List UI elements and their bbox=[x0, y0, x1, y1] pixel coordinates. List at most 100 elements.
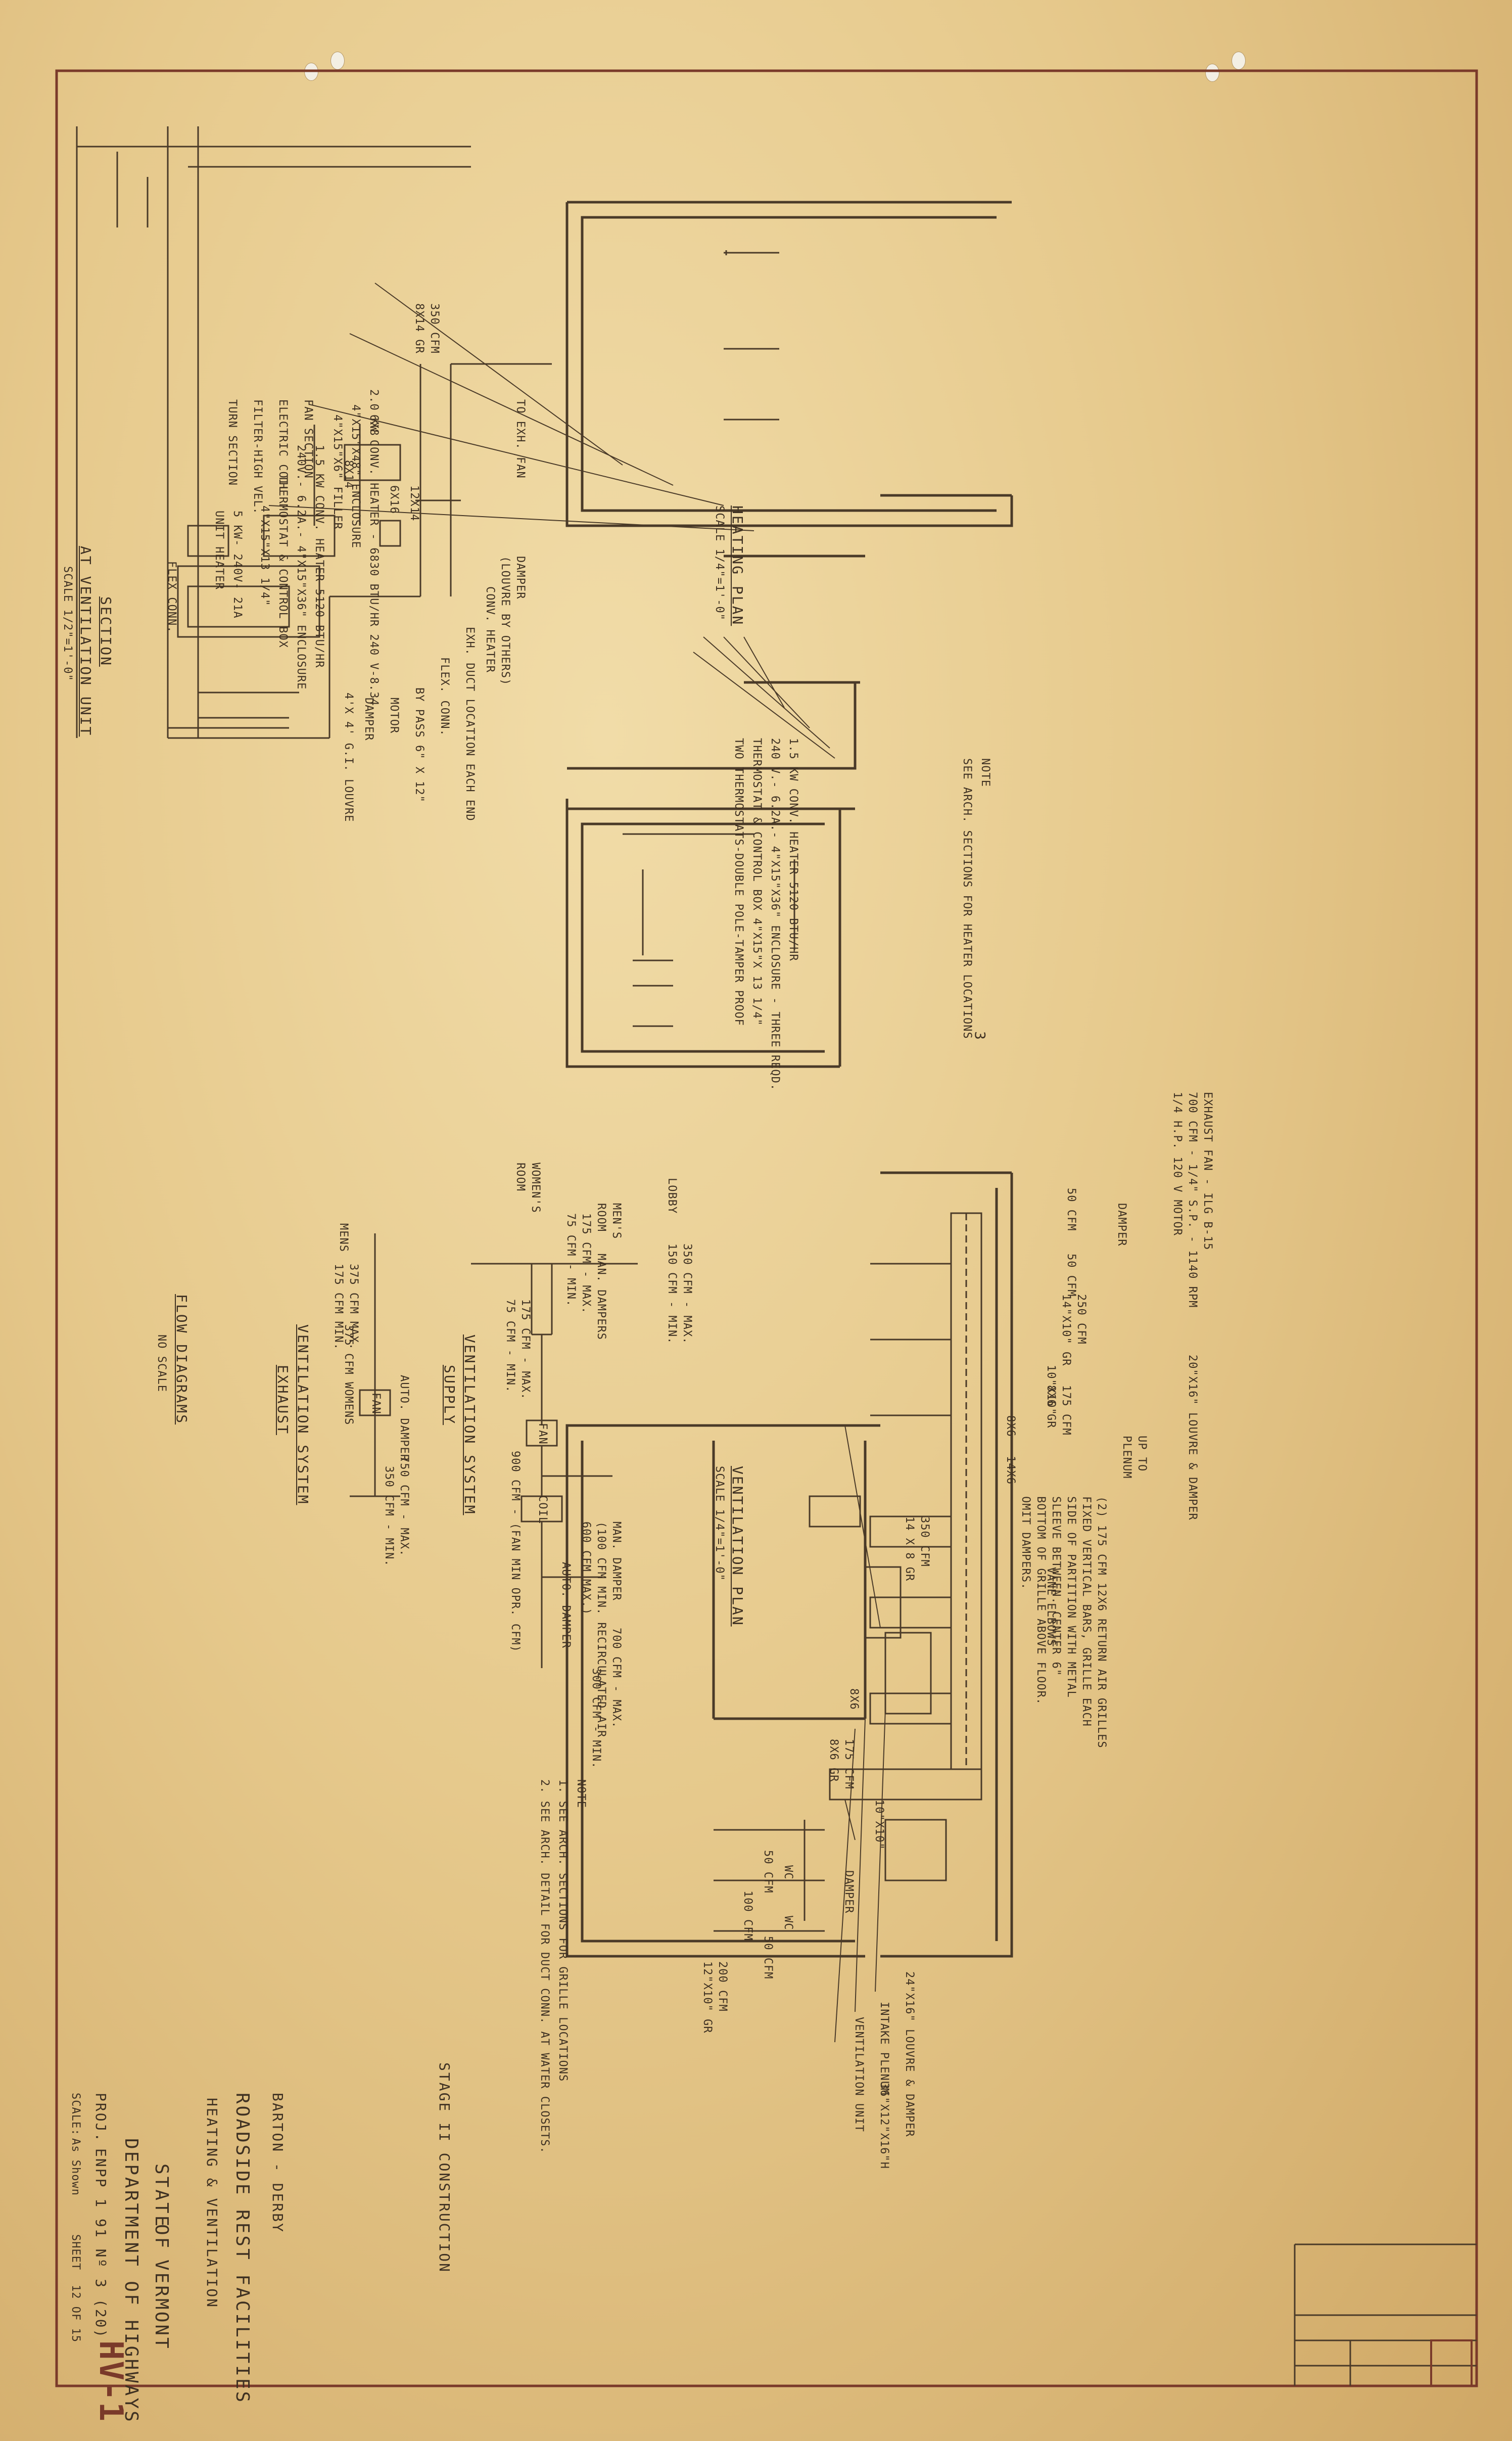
vent-cfm: 8X6 GR bbox=[1045, 1385, 1057, 1429]
vent-duct: 8X6 bbox=[847, 1688, 860, 1710]
section-dim: 6X16 bbox=[388, 485, 400, 514]
title-vermont: VERMONT bbox=[151, 2260, 172, 2351]
section-conv-heater: CONV. HEATER bbox=[484, 586, 496, 673]
ventilation-plan-walls bbox=[565, 1171, 1013, 1958]
section-supply-cfm: 350 CFM bbox=[428, 303, 441, 354]
punch-hole bbox=[1205, 64, 1219, 82]
vent-plan-scale: SCALE 1/4"=1'-0" bbox=[713, 1466, 726, 1581]
vent-louvre-24: 24"X16" LOUVRE & DAMPER bbox=[903, 1971, 916, 2137]
title-sheet-value: 12 OF 15 bbox=[69, 2285, 82, 2342]
supply-lobby-cfm: 350 CFM - MAX. bbox=[681, 1243, 693, 1345]
vent-wc: WC bbox=[782, 1865, 794, 1880]
section-by-pass: BY PASS 6" X 12" bbox=[413, 687, 426, 803]
title-scale-value: As Shown bbox=[69, 2138, 82, 2196]
vent-cfm: 14"X10" GR bbox=[1060, 1294, 1072, 1366]
exhaust-out: 350 CFM - MIN. bbox=[383, 1466, 395, 1567]
section-dim: 12X14 bbox=[408, 485, 420, 522]
vent-wc: WC bbox=[782, 1916, 794, 1930]
vent-plan-title: VENTILATION PLAN bbox=[729, 1466, 746, 1627]
title-state: STATE bbox=[151, 2163, 172, 2229]
vent-cfm: 12"X10" GR bbox=[701, 1961, 714, 2034]
section-turn-section: TURN SECTION bbox=[226, 399, 239, 486]
section-fan-section: FAN SECTION bbox=[302, 399, 314, 479]
ventilation-leaders bbox=[834, 1425, 886, 2043]
vent-duct: 8X6 bbox=[1004, 1415, 1017, 1437]
section-flex-conn-2: FLEX CONN. bbox=[165, 561, 178, 633]
section-flex-conn: FLEX. CONN. bbox=[438, 657, 451, 736]
punch-hole bbox=[1232, 52, 1246, 70]
vent-vane-elbows: VANE ELBOWS bbox=[1045, 1567, 1057, 1646]
supply-outside: 700 CFM - MAX. bbox=[610, 1628, 623, 1729]
vent-return-grilles: FIXED VERTICAL BARS, GRILLE EACH bbox=[1080, 1496, 1093, 1727]
vent-cfm: 350 CFM bbox=[918, 1516, 931, 1567]
vent-unit-label: VENTILATION UNIT bbox=[853, 2017, 865, 2132]
supply-recirc: MAN. DAMPER bbox=[610, 1522, 623, 1601]
flow-diagrams-scale: NO SCALE bbox=[155, 1334, 168, 1392]
vent-cfm: 50 CFM bbox=[762, 1936, 774, 1979]
section-dim: 8X14 bbox=[342, 460, 355, 489]
heating-callout: 5 KW- 240V- 21A bbox=[231, 511, 244, 619]
section-dim: 6X8 bbox=[367, 414, 380, 436]
heater-marks bbox=[623, 250, 795, 1027]
heating-main-callout: 1.5 KW CONV. HEATER 5120 BTU/HR bbox=[787, 738, 799, 961]
vent-louvre: 20"X16" LOUVRE & DAMPER bbox=[1186, 1355, 1199, 1521]
heating-note: SEE ARCH. SECTIONS FOR HEATER LOCATIONS bbox=[961, 758, 973, 1039]
heating-plan-scale: SCALE 1/4"=1'-0" bbox=[713, 505, 726, 621]
vent-duct: 14X6 bbox=[1004, 1456, 1017, 1485]
supply-womens-cfm: 75 CFM - MIN. bbox=[504, 1299, 516, 1393]
vent-exhaust-fan: 700 CFM - 1/4" S.P. - 1140 RPM bbox=[1186, 1092, 1199, 1308]
title-project: ROADSIDE REST FACILITIES bbox=[232, 2093, 253, 2405]
title-sheet-title: HEATING & VENTILATION bbox=[204, 2098, 220, 2309]
section-g-louvre: 4'X 4' G.I. LOUVRE bbox=[342, 693, 355, 822]
supply-mens-cfm: 75 CFM - MIN. bbox=[564, 1213, 577, 1307]
stage-note: STAGE II CONSTRUCTION bbox=[436, 2062, 453, 2274]
flow-diagrams-caption: FLOW DIAGRAMS bbox=[173, 1294, 190, 1425]
heating-main-callout: 240 V.- 6.2A.- 4"X15"X36" ENCLOSURE - TH… bbox=[769, 738, 781, 1091]
heating-callout: 240V.- 6.2A.- 4"X15"X36" ENCLOSURE bbox=[295, 445, 307, 690]
title-town: BARTON - DERBY bbox=[269, 2093, 286, 2234]
heating-main-callout: THERMOSTAT & CONTROL BOX 4"X15"X 13 1/4" bbox=[750, 738, 763, 1026]
vent-cfm: 100 CFM bbox=[741, 1891, 754, 1941]
title-of: OF bbox=[151, 2224, 172, 2250]
title-scale-label: SCALE: bbox=[69, 2093, 82, 2136]
exhaust-auto-damper: AUTO. DAMPER bbox=[398, 1375, 410, 1461]
vent-cfm: 50 CFM bbox=[762, 1850, 774, 1894]
exhaust-flow-diagram bbox=[350, 1233, 400, 1497]
sheet-border bbox=[55, 69, 1478, 2387]
section-electric-coil: ELECTRIC COIL bbox=[276, 399, 289, 493]
vent-notes-label: NOTE bbox=[575, 1779, 587, 1808]
section-damper-2: DAMPER bbox=[362, 698, 375, 741]
section-at-vent-unit bbox=[76, 126, 552, 739]
vent-note: 2. SEE ARCH. DETAIL FOR DUCT CONN. AT WA… bbox=[538, 1779, 551, 2154]
supply-coil: COIL bbox=[536, 1495, 549, 1524]
supply-mens-room: MEN'S bbox=[610, 1203, 623, 1239]
vent-exhaust-fan: EXHAUST FAN - ILG B-15 bbox=[1201, 1092, 1214, 1251]
supply-recirc: 600 CFM MAX.) bbox=[580, 1522, 592, 1616]
exhaust-mens: MENS bbox=[337, 1223, 350, 1252]
heating-main-callout: TWO THERMOSTATS-DOUBLE POLE-TAMPER PROOF bbox=[732, 738, 745, 1026]
vent-note: 1. SEE ARCH. SECTIONS FOR GRILLE LOCATIO… bbox=[556, 1779, 569, 2082]
section-damper: DAMPER bbox=[514, 556, 527, 600]
heating-callout: THERMOSTAT & CONTROL BOX bbox=[276, 475, 289, 648]
supply-auto-damper: AUTO. DAMPER bbox=[559, 1562, 572, 1648]
vent-cfm: 200 CFM bbox=[716, 1961, 729, 2012]
supply-womens-cfm: 175 CFM - MAX. bbox=[519, 1299, 532, 1400]
vent-cfm: 175 CFM bbox=[842, 1739, 855, 1789]
supply-womens-room: WOMEN'S bbox=[529, 1163, 542, 1213]
vent-up-to: PLENUM bbox=[1120, 1436, 1133, 1479]
section-to-exh-fan: TO EXH. FAN bbox=[514, 399, 527, 479]
section-scale: SCALE 1/2"=1'-0" bbox=[61, 566, 74, 681]
vent-plenum-size: 36"X12"X16"H bbox=[878, 2083, 890, 2169]
supply-title: VENTILATION SYSTEM bbox=[461, 1334, 478, 1515]
supply-womens-room: ROOM bbox=[514, 1163, 527, 1191]
vent-cfm: 50 CFM bbox=[1065, 1188, 1077, 1231]
exhaust-title: VENTILATION SYSTEM bbox=[295, 1324, 311, 1505]
section-filter: FILTER-HIGH VEL. bbox=[251, 399, 264, 515]
supply-total: 900 CFM - (FAN MIN OPR. CFM) bbox=[509, 1451, 522, 1652]
heating-note-label: NOTE bbox=[979, 758, 991, 787]
exhaust-subtitle: EXHAUST bbox=[274, 1365, 291, 1436]
supply-flow-diagram bbox=[471, 1263, 638, 1668]
ventilation-ducts bbox=[714, 1212, 982, 1932]
vent-return-grilles: (2) 175 CFM 12X6 RETURN AIR GRILLES bbox=[1095, 1496, 1108, 1748]
